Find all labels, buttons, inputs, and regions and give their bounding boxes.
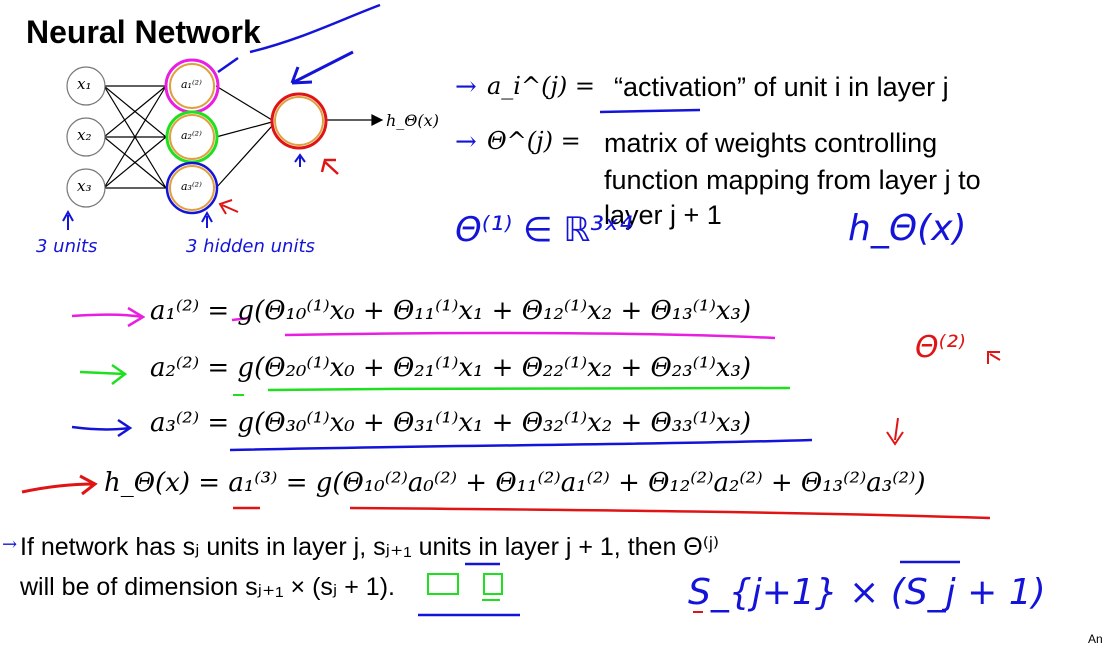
- note-input-units: 3 units: [36, 236, 98, 257]
- magenta-arrow: [71, 306, 146, 328]
- note-dim-formula: S_{j+1} × (S_j + 1): [688, 572, 1046, 613]
- theta-line1: matrix of weights controlling: [604, 128, 938, 158]
- activation-text: “activation” of unit i in layer j: [614, 72, 949, 102]
- corner-text: An: [1088, 632, 1103, 646]
- theta-line3: layer j + 1: [604, 200, 722, 230]
- input-node-1: [66, 66, 106, 106]
- blue-arrow: [71, 418, 133, 438]
- hidden-node-2: [169, 114, 215, 160]
- input-node-2: [66, 117, 106, 157]
- bullet-arrow: →: [2, 534, 18, 555]
- hidden-output-edges: [215, 85, 384, 189]
- input-label-1: x₁: [77, 75, 92, 93]
- equation-h: h_Θ(x) = a₁⁽³⁾ = g(Θ₁₀⁽²⁾a₀⁽²⁾ + Θ₁₁⁽²⁾a…: [104, 468, 926, 498]
- green-arrow: [79, 363, 128, 385]
- theta-symbol: Θ^(j) =: [487, 127, 581, 155]
- output-label: h_Θ(x): [386, 111, 439, 130]
- bullet-line2: will be of dimension sⱼ₊₁ × (sⱼ + 1).: [20, 573, 395, 601]
- hidden-node-1: [169, 63, 215, 109]
- note-h-theta: h_Θ(x): [848, 208, 967, 249]
- hidden-label-1: a₁⁽²⁾: [181, 78, 202, 91]
- blue-stroke: [249, 3, 381, 54]
- page-title: Neural Network: [26, 14, 261, 50]
- theta-line2: function mapping from layer j to: [604, 165, 981, 195]
- bullet-line1: If network has sⱼ units in layer j, sⱼ₊₁…: [20, 533, 720, 561]
- input-label-2: x₂: [77, 126, 92, 144]
- equation-a1: a₁⁽²⁾ = g(Θ₁₀⁽¹⁾x₀ + Θ₁₁⁽¹⁾x₁ + Θ₁₂⁽¹⁾x₂…: [150, 296, 752, 326]
- red-arrow: [21, 474, 98, 496]
- hidden-node-3: [169, 165, 215, 211]
- arrow-theta: →: [455, 127, 477, 157]
- hidden-label-3: a₃⁽²⁾: [181, 180, 202, 193]
- note-hidden-units: 3 hidden units: [186, 236, 315, 257]
- arrow-activation: →: [455, 72, 477, 102]
- output-node: [274, 96, 324, 146]
- note-theta-dim: Θ⁽¹⁾ ∈ ℝ³ˣ⁴: [455, 210, 633, 250]
- input-node-3: [66, 168, 106, 208]
- note-theta2: Θ⁽²⁾: [915, 330, 966, 365]
- input-hidden-edges: [103, 85, 167, 189]
- hidden-label-2: a₂⁽²⁾: [181, 129, 202, 142]
- equation-a2: a₂⁽²⁾ = g(Θ₂₀⁽¹⁾x₀ + Θ₂₁⁽¹⁾x₁ + Θ₂₂⁽¹⁾x₂…: [150, 353, 752, 383]
- input-label-3: x₃: [77, 177, 92, 195]
- activation-symbol: a_i^(j) =: [487, 72, 595, 100]
- equation-a3: a₃⁽²⁾ = g(Θ₃₀⁽¹⁾x₀ + Θ₃₁⁽¹⁾x₁ + Θ₃₂⁽¹⁾x₂…: [150, 408, 752, 438]
